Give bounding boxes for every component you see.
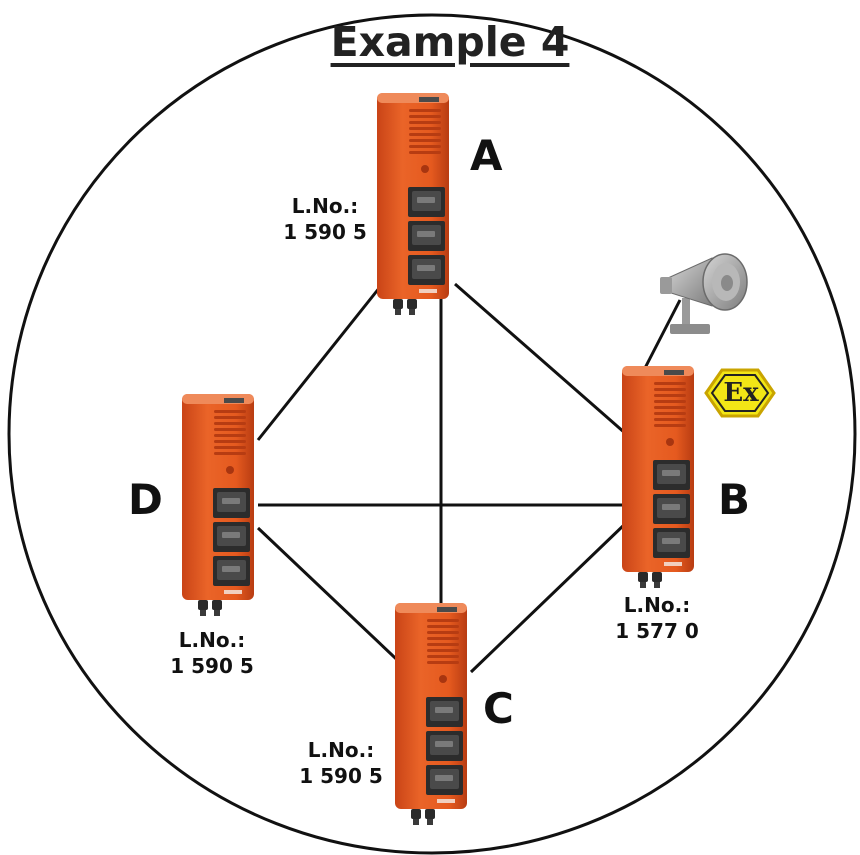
lno-label: L.No.: [291,194,359,218]
device-d [182,394,254,616]
connection-lines [256,282,682,674]
node-label-b: B [718,475,751,524]
link-c-d [256,526,412,674]
lno-block-b: L.No.: 1 577 0 [592,592,722,644]
link-b-c [469,522,627,674]
lno-block-c: L.No.: 1 590 5 [276,737,406,789]
node-label-a: A [470,131,503,180]
explosion-proof-ex-icon [704,368,776,418]
device-b [622,366,694,588]
lno-value: 1 590 5 [170,654,254,678]
page-title: Example 4 [330,18,570,66]
ex-text: Ex [723,378,759,408]
lno-label: L.No.: [307,738,375,762]
lno-block-d: L.No.: 1 590 5 [147,627,277,679]
node-label-c: C [483,684,514,733]
loudspeaker-horn-icon [660,253,748,334]
lno-block-a: L.No.: 1 590 5 [260,193,390,245]
device-c [395,603,467,825]
link-a-b [454,282,626,435]
lno-value: 1 590 5 [299,764,383,788]
lno-label: L.No.: [623,593,691,617]
lno-label: L.No.: [178,628,246,652]
node-label-d: D [128,475,163,524]
horn-cable [643,299,682,369]
link-a-d [256,286,382,441]
outer-circle [7,13,857,855]
lno-value: 1 577 0 [615,619,699,643]
lno-value: 1 590 5 [283,220,367,244]
